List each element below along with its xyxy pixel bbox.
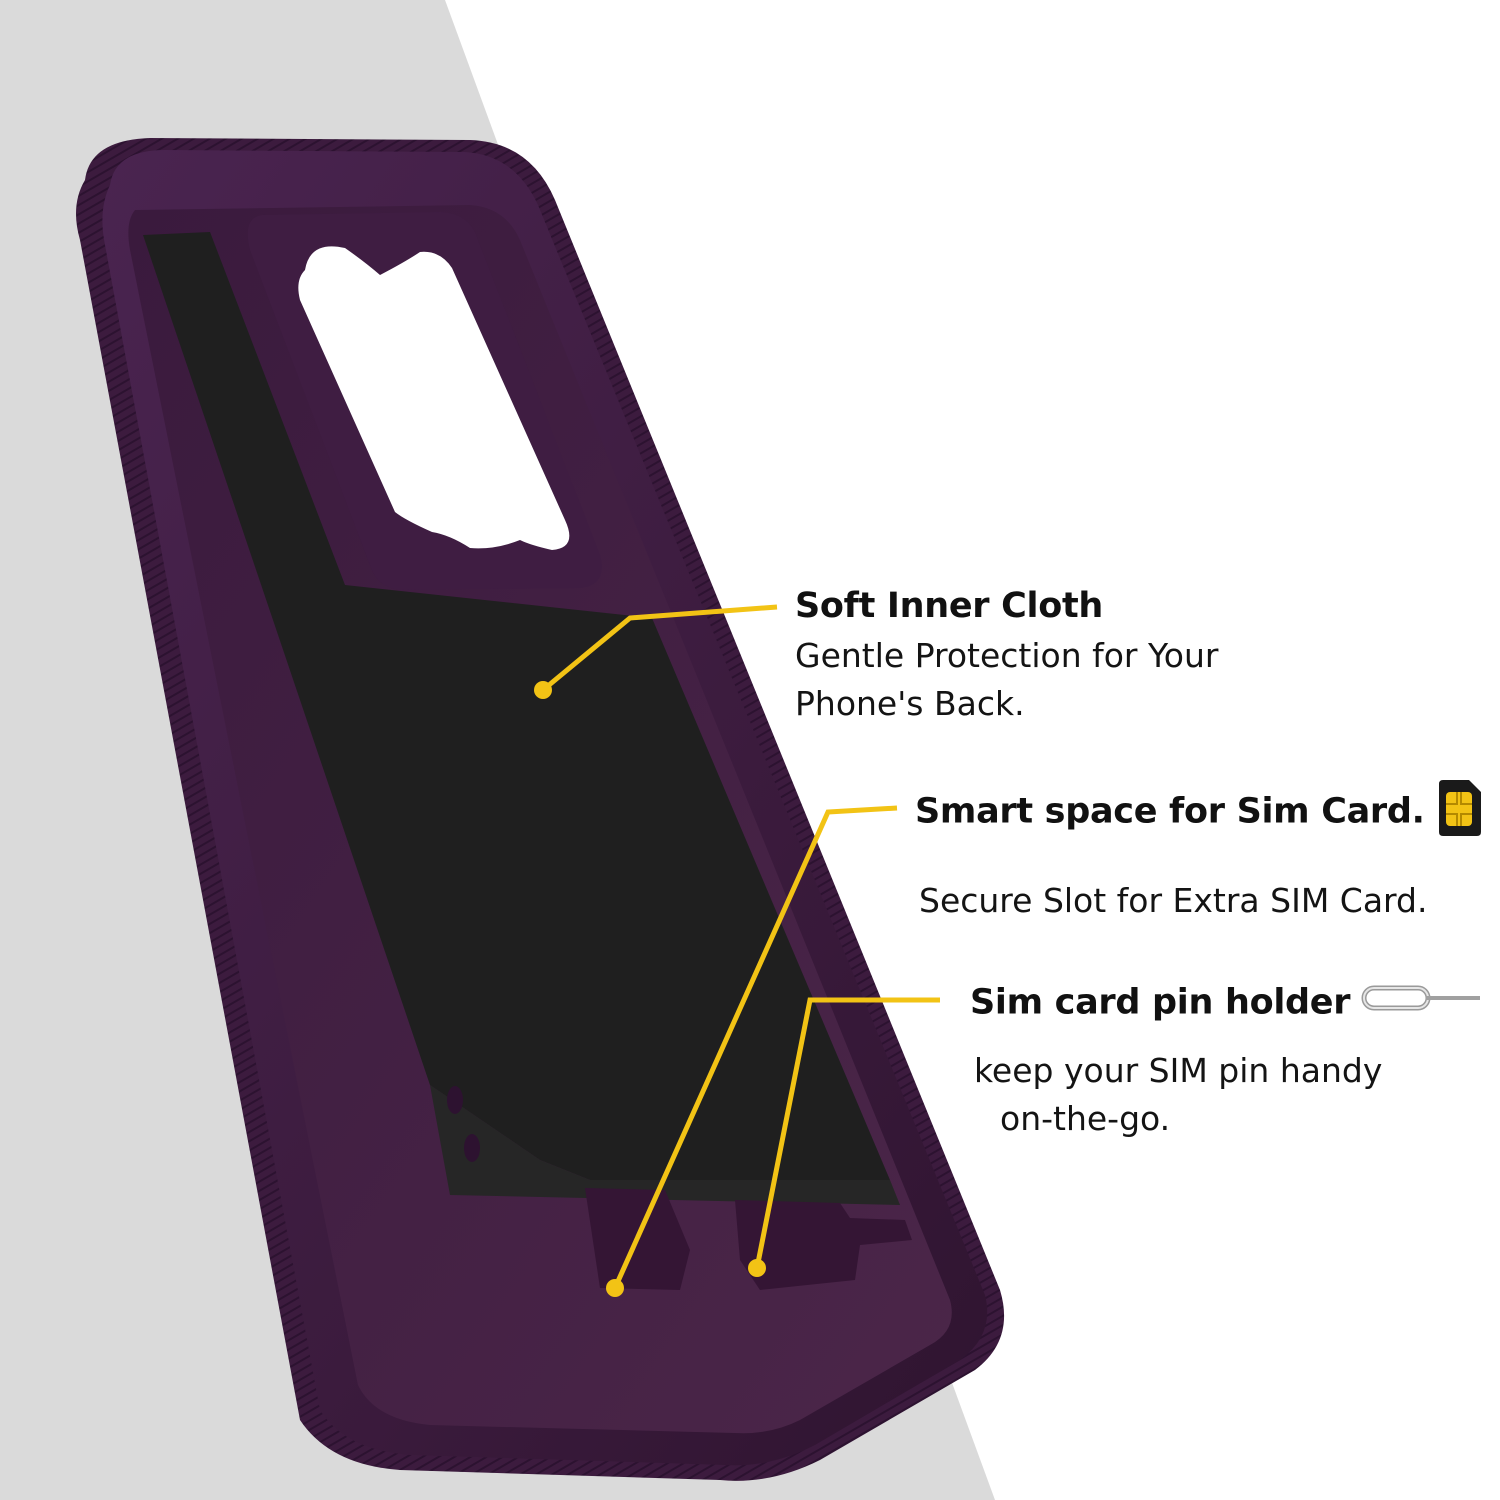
feature-description: Gentle Protection for Your Phone's Back. [795,632,1218,728]
feature-title: Sim card pin holder [970,982,1351,1023]
callout-pin [754,997,940,1269]
feature-sim-card-space: Smart space for Sim Card. Secure Slot fo… [915,778,1483,925]
side-button-1 [447,1086,463,1114]
sim-pin-slot [735,1200,912,1290]
callout-sim-dot [606,1279,624,1297]
inner-cloth-lower [430,1085,900,1205]
inner-cloth [143,232,890,1180]
feature-sim-pin-holder: Sim card pin holder keep your SIM pin ha… [970,982,1482,1143]
feature-title-row: Sim card pin holder [970,982,1482,1025]
sim-card-icon [1435,778,1483,847]
callout-cloth-dot [534,681,552,699]
description-line: Secure Slot for Extra SIM Card. [919,881,1428,920]
callout-sim [612,805,898,1290]
feature-title-row: Smart space for Sim Card. [915,778,1483,847]
side-button-2 [464,1134,480,1162]
feature-title: Soft Inner Cloth [795,586,1104,626]
description-line: on-the-go. [1000,1099,1171,1138]
description-line: keep your SIM pin handy [974,1051,1383,1090]
camera-cutout [298,246,570,550]
feature-soft-inner-cloth: Soft Inner Cloth Gentle Protection for Y… [795,586,1218,728]
feature-title: Smart space for Sim Card. [915,791,1425,832]
callout-cloth [541,604,778,692]
feature-description: Secure Slot for Extra SIM Card. [919,877,1483,925]
description-line: Phone's Back. [795,684,1025,723]
callout-pin-dot [748,1259,766,1277]
feature-description: keep your SIM pin handy on-the-go. [974,1047,1482,1143]
sim-ejector-pin-icon [1360,982,1482,1025]
description-line: Gentle Protection for Your [795,636,1219,675]
